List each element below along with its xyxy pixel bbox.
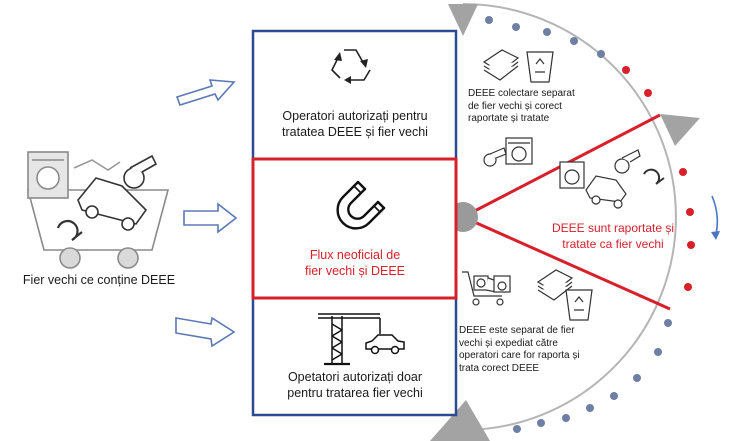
box-authorized-line2: tratatea DEEE și fier vechi [282,125,428,140]
left-caption-text: Fier vechi ce conține DEEE [22,273,176,287]
magnet-icon [336,180,386,230]
recycle-bin-icon [565,289,593,321]
wheel-dot [512,23,520,31]
wheel-dot [485,16,493,24]
wheel-dot [644,89,652,97]
washing-machine-icon [505,137,533,165]
wheel-dot [543,28,551,36]
box-authorized-label: Operatori autorizați pentru tratatea DEE… [256,108,454,141]
wheel-dot [684,283,692,291]
whistle-icon [483,147,507,167]
flow-arrow-middle-icon [183,202,238,234]
wheel-top-text: DEEE colectare separat de fier vechi și … [468,88,575,124]
wheel-dot [597,50,605,58]
box-informal-line1: Flux neoficial de [309,248,401,262]
box-scrap-only [251,295,458,417]
box-authorized-line1: Operatori autorizați pentru [282,109,428,123]
wheel-pointer-top [448,4,478,36]
car-icon [365,334,405,355]
box-scrap-only-label: Opetatori autorizați doar pentru tratare… [256,369,454,402]
wheel-outline [462,3,677,431]
box-authorized [251,29,458,161]
wheel-dot [664,319,672,327]
wheel-middle-label: DEEE sunt raportate și tratate ca fier v… [548,221,678,252]
device-stack-icon [482,49,520,81]
wheel-pointer-bottom [430,400,490,441]
recycle-bin-icon [526,51,554,83]
wheel-middle-line2: tratate ca fier vechi [562,236,664,251]
wheel-dot [586,404,594,412]
wheel-pointer-right [660,114,700,146]
wheel-dot [570,37,578,45]
left-caption: Fier vechi ce conține DEEE [4,272,194,288]
wheel-red-line-lower [462,215,671,311]
scrap-bin-illustration [26,151,170,269]
recycle-icon [331,49,371,84]
wheel-dot [686,208,694,216]
device-stack-icon [536,269,574,301]
scrap-pile-icon [559,149,665,209]
wheel-middle-line1: DEEE sunt raportate și [551,221,675,235]
crane-icon [318,313,381,366]
wheel-dot [687,241,695,249]
wheel-dot [537,419,545,427]
wheel-dot [654,348,662,356]
box-informal-label: Flux neoficial de fier vechi și DEEE [256,247,454,280]
wheel-dot [610,392,618,400]
box-scrap-only-line1: Opetatori autorizați doar [287,370,423,384]
box-scrap-only-line2: pentru tratarea fier vechi [287,386,423,401]
wheel-bottom-text: DEEE este separat de fier vechi și exped… [459,325,580,374]
flow-arrow-top-icon [175,79,236,106]
rotation-arrow-icon [711,195,720,240]
flow-arrow-bottom-icon [175,316,236,348]
wheel-dot [562,414,570,422]
box-informal-line2: fier vechi și DEEE [304,264,406,279]
wheel-dot [622,66,630,74]
wheel-dot [679,168,687,176]
wheel-dot [633,374,641,382]
wheel-dot [513,425,521,433]
washing-machine-icon [493,275,511,293]
wheel-dots [485,16,695,433]
